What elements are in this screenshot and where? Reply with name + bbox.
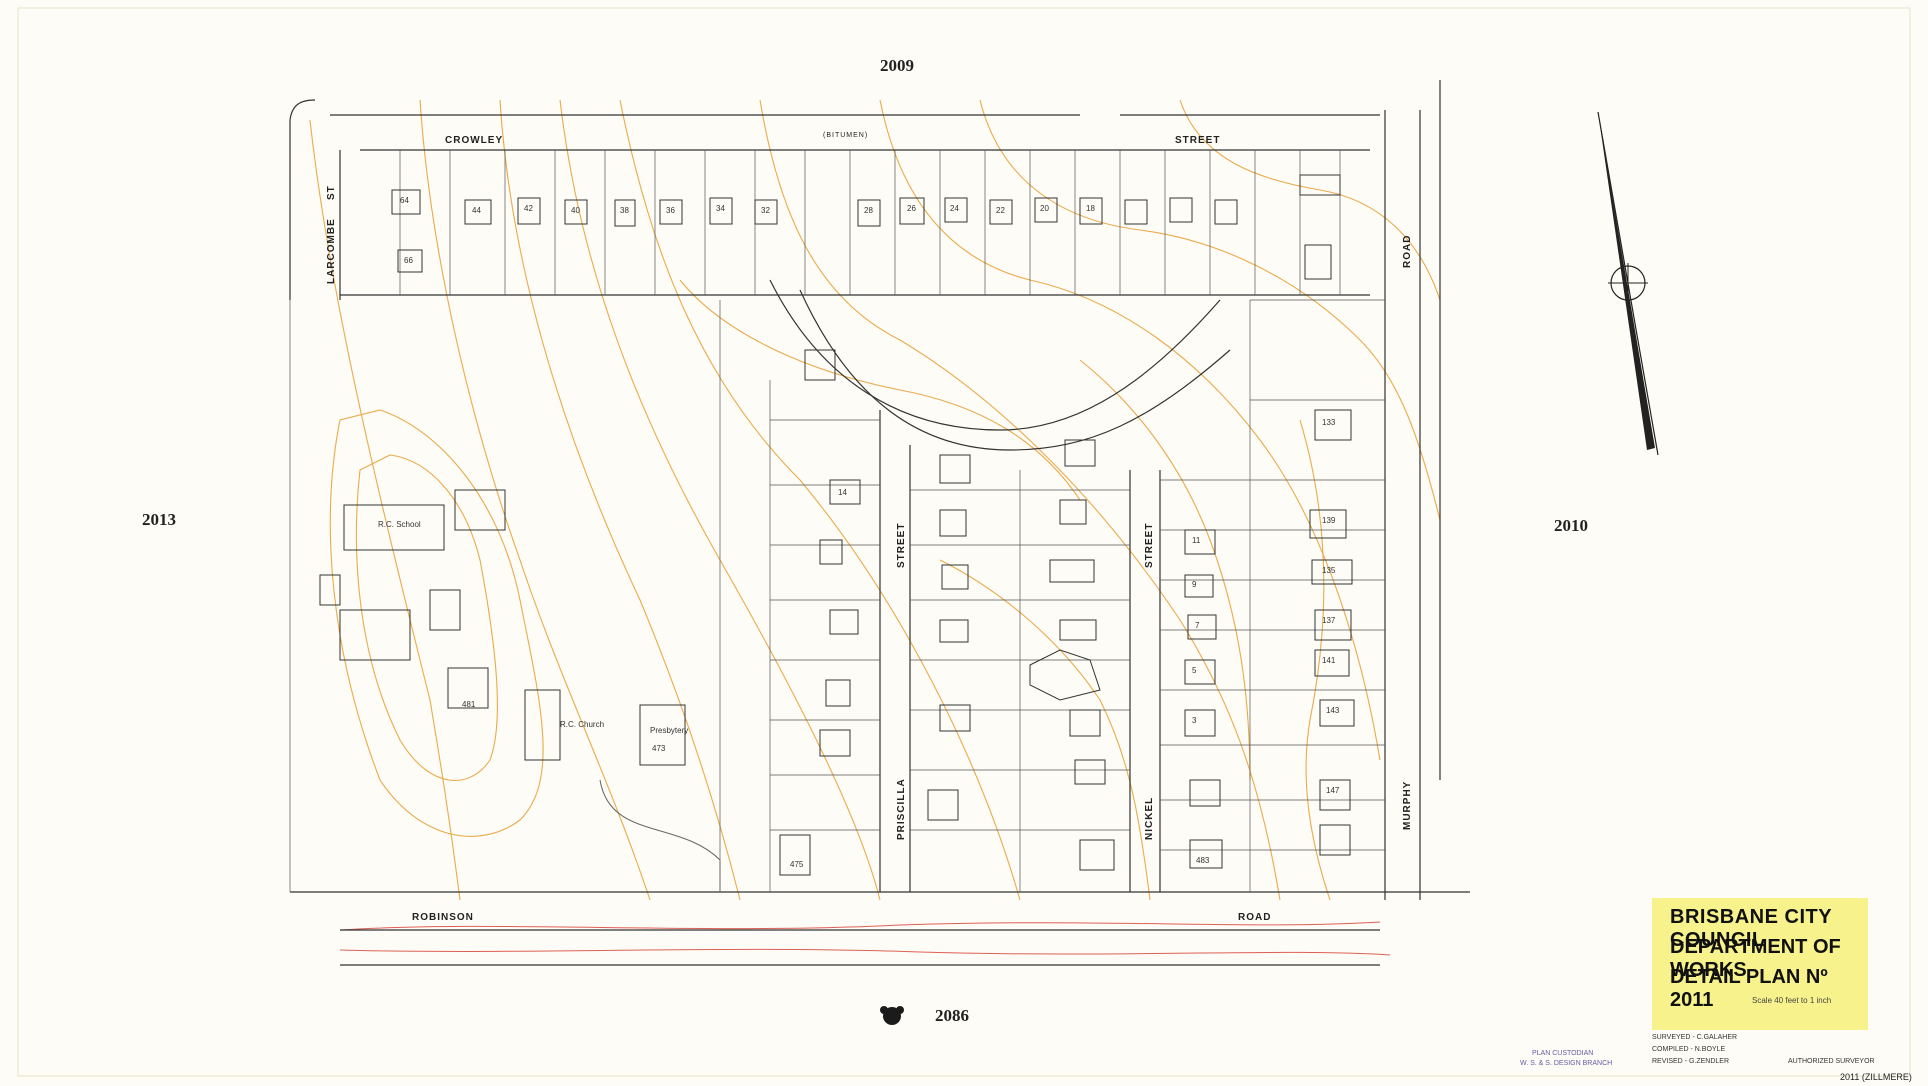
street-label-nickel: NICKEL (1144, 796, 1155, 840)
authorized-surveyor: AUTHORIZED SURVEYOR (1788, 1058, 1875, 1065)
street-label-priscilla-street: STREET (896, 522, 907, 568)
lot-number: 139 (1322, 516, 1336, 525)
lot-number: 3 (1192, 716, 1197, 725)
lot-number: 5 (1192, 666, 1197, 675)
street-label-murphy: MURPHY (1402, 780, 1413, 830)
lot-number: 147 (1326, 786, 1340, 795)
lot-number: 20 (1040, 204, 1049, 213)
lot-number: 135 (1322, 566, 1336, 575)
lot-number: 141 (1322, 656, 1336, 665)
lot-number: 40 (571, 206, 580, 215)
street-label-crowley: CROWLEY (445, 135, 504, 146)
street-label-robinson: ROBINSON (412, 912, 474, 923)
adjacent-sheet-north[interactable]: 2009 (880, 56, 914, 75)
street-label-crowley-street: STREET (1175, 135, 1221, 146)
label-presbytery: Presbytery (650, 726, 689, 735)
title-plan-number: DETAIL PLAN Nº 2011 (1670, 966, 1828, 1011)
lot-number: 137 (1322, 616, 1336, 625)
lot-number: 36 (666, 206, 675, 215)
street-label-robinson-road: ROAD (1238, 912, 1272, 923)
title-council: BRISBANE CITY COUNCIL (1670, 906, 1832, 951)
title-block: BRISBANE CITY COUNCIL DEPARTMENT OF WORK… (1652, 898, 1868, 1030)
label-rc-school: R.C. School (378, 520, 421, 529)
north-arrow (1597, 111, 1659, 456)
lot-number: 44 (472, 206, 481, 215)
lot-number: 28 (864, 206, 873, 215)
street-label-larcombe-st: ST (326, 185, 337, 200)
title-department: DEPARTMENT OF WORKS (1670, 936, 1841, 981)
street-label-priscilla: PRISCILLA (896, 778, 907, 840)
label-house-473: 473 (652, 744, 666, 753)
lot-number: 143 (1326, 706, 1340, 715)
driveway (599, 779, 721, 892)
contour-lines (309, 99, 1441, 901)
lot-number: 14 (838, 488, 847, 497)
adjacent-sheet-east[interactable]: 2010 (1554, 516, 1588, 535)
contour-lines-red (339, 921, 1391, 956)
label-house-483: 483 (1196, 856, 1210, 865)
lot-number: 26 (907, 204, 916, 213)
compiled-by: COMPILED - N.BOYLE (1652, 1046, 1726, 1053)
lot-number: 18 (1086, 204, 1095, 213)
buildings (319, 174, 1355, 876)
adjacent-sheet-west[interactable]: 2013 (142, 510, 176, 529)
custodian-stamp: PLAN CUSTODIAN (1532, 1050, 1594, 1057)
lot-number: 66 (404, 256, 413, 265)
lot-number: 24 (950, 204, 959, 213)
street-label-nickel-street: STREET (1144, 522, 1155, 568)
branch-stamp: W. S. & S. DESIGN BRANCH (1520, 1060, 1613, 1067)
road-boundaries (289, 80, 1470, 966)
lot-number: 34 (716, 204, 725, 213)
title-scale: Scale 40 feet to 1 inch (1752, 996, 1832, 1005)
surveyed-by: SURVEYED - C.GALAHER (1652, 1034, 1738, 1041)
label-house-481: 481 (462, 700, 476, 709)
lot-number: 133 (1322, 418, 1336, 427)
lot-number: 32 (761, 206, 770, 215)
lot-number: 9 (1192, 580, 1197, 589)
lot-number: 7 (1195, 621, 1200, 630)
label-house-475: 475 (790, 860, 804, 869)
label-rc-church: R.C. Church (560, 720, 605, 729)
lot-number: 64 (400, 196, 409, 205)
lot-boundaries (289, 150, 1385, 892)
adjacent-sheet-south[interactable]: 2086 (935, 1006, 969, 1025)
lot-number: 42 (524, 204, 533, 213)
sheet-footer: 2011 (ZILLMERE) (1840, 1072, 1912, 1082)
street-label-bitumen: (BITUMEN) (823, 132, 869, 139)
lot-number: 22 (996, 206, 1005, 215)
lot-number: 38 (620, 206, 629, 215)
lot-number: 11 (1192, 536, 1201, 545)
street-label-murphy-road: ROAD (1402, 234, 1413, 268)
street-label-larcombe: LARCOMBE (326, 218, 337, 284)
revised-by: REVISED - G.ZENDLER (1652, 1058, 1730, 1065)
